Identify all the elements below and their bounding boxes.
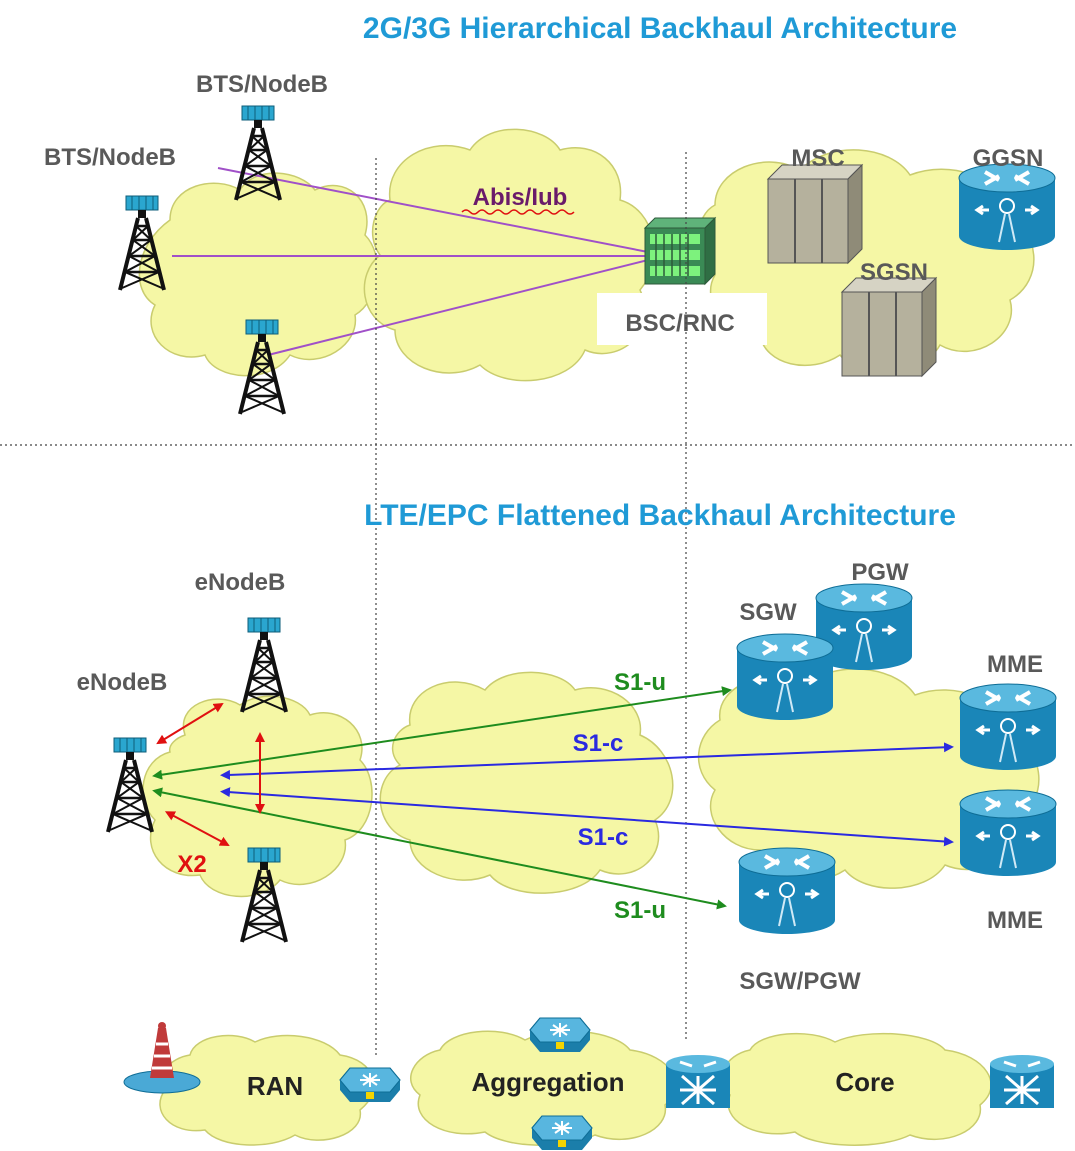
sgw-router-icon bbox=[735, 632, 835, 722]
legend-hex-router-top-icon bbox=[529, 1017, 591, 1053]
sgsn-label: SGSN bbox=[860, 259, 928, 286]
s1c-arrow-top bbox=[220, 742, 954, 780]
sgsn-server-icon bbox=[841, 277, 937, 377]
pgw-label: PGW bbox=[851, 559, 909, 586]
legend-ran-tower-icon bbox=[123, 1022, 201, 1094]
sgwpgw-router-icon bbox=[737, 846, 837, 936]
s1c-label-top: S1-c bbox=[573, 730, 624, 757]
bsc-label-box bbox=[597, 293, 767, 345]
mme-label-bottom: MME bbox=[987, 907, 1043, 934]
abis-link-1 bbox=[217, 167, 649, 253]
legend-core-label: Core bbox=[835, 1067, 894, 1097]
mme-label-top: MME bbox=[987, 651, 1043, 678]
s1u-label-top: S1-u bbox=[614, 669, 666, 696]
ggsn-label: GGSN bbox=[973, 145, 1044, 172]
abis-link-3 bbox=[267, 259, 649, 356]
legend-switch-center-icon bbox=[664, 1053, 732, 1110]
ggsn-router-icon bbox=[957, 162, 1057, 252]
interface-label: Abis/Iub bbox=[473, 184, 568, 211]
mme-router-icon-bottom bbox=[958, 788, 1058, 878]
x2-arrow-up bbox=[156, 702, 224, 745]
enodeb-label-left: eNodeB bbox=[77, 669, 168, 696]
enodeb-label-top: eNodeB bbox=[195, 569, 286, 596]
sgw-label: SGW bbox=[739, 599, 797, 626]
x2-arrow-down bbox=[164, 811, 230, 846]
legend-hex-router-bottom-icon bbox=[531, 1115, 593, 1151]
interface-underline bbox=[461, 209, 575, 215]
sgwpgw-label: SGW/PGW bbox=[739, 968, 861, 995]
legend-ran-cloud bbox=[159, 1034, 375, 1146]
legend-ran-label: RAN bbox=[247, 1071, 303, 1101]
bottom-title: LTE/EPC Flattened Backhaul Architecture bbox=[364, 499, 956, 532]
top-title: 2G/3G Hierarchical Backhaul Architecture bbox=[363, 12, 957, 45]
msc-label: MSC bbox=[791, 145, 844, 172]
legend-switch-right-icon bbox=[988, 1053, 1056, 1110]
legend-aggregation-label: Aggregation bbox=[471, 1067, 624, 1097]
bts-label-left: BTS/NodeB bbox=[44, 144, 176, 171]
msc-server-icon bbox=[767, 164, 863, 264]
s1u-label-bottom: S1-u bbox=[614, 897, 666, 924]
bts-label-top: BTS/NodeB bbox=[196, 71, 328, 98]
s1u-arrow-bottom bbox=[152, 787, 727, 910]
s1c-label-bottom: S1-c bbox=[578, 824, 629, 851]
bsc-rnc-icon bbox=[643, 216, 717, 286]
bsc-label: BSC/RNC bbox=[625, 310, 734, 337]
legend-hex-router-left-icon bbox=[339, 1067, 401, 1103]
legend-core-cloud bbox=[720, 1032, 992, 1146]
mme-router-icon-top bbox=[958, 682, 1058, 772]
x2-label: X2 bbox=[177, 851, 206, 878]
